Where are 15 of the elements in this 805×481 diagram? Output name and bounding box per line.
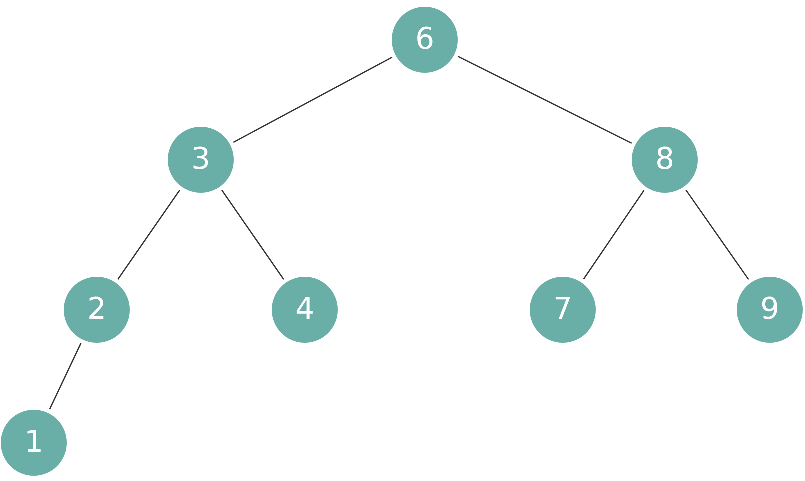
- edge-line: [222, 190, 284, 280]
- node-value: 1: [24, 428, 44, 458]
- node-value: 6: [415, 25, 435, 55]
- edge-line: [583, 190, 645, 280]
- node-value: 7: [553, 295, 573, 325]
- edge-line: [49, 343, 82, 410]
- node-value: 9: [760, 295, 780, 325]
- node-value: 2: [87, 295, 107, 325]
- node-value: 3: [191, 145, 211, 175]
- edge-line: [118, 190, 180, 280]
- node-value: 8: [655, 145, 675, 175]
- edge-line: [233, 56, 393, 144]
- node-value: 4: [295, 295, 315, 325]
- edge-line: [686, 190, 750, 280]
- edge-line: [458, 56, 632, 144]
